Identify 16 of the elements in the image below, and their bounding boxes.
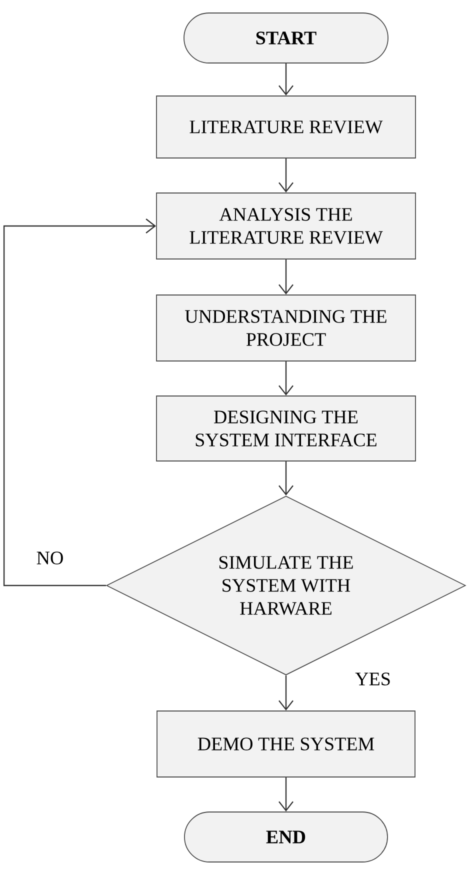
process-box: DEMO THE SYSTEM (156, 710, 416, 778)
process-box: DESIGNING THE SYSTEM INTERFACE (156, 396, 416, 462)
arrow (278, 259, 294, 295)
process-box: LITERATURE REVIEW (156, 96, 416, 158)
arrow (278, 675, 294, 711)
process-box: UNDERSTANDING THE PROJECT (156, 294, 416, 362)
arrow (278, 777, 294, 812)
process-box: ANALYSIS THE LITERATURE REVIEW (156, 192, 416, 260)
arrow (278, 461, 294, 496)
terminal-pill: START (184, 12, 388, 64)
arrow (278, 361, 294, 396)
edge-label: NO (35, 550, 65, 566)
arrow (278, 158, 294, 193)
arrow (3, 218, 156, 586)
terminal-pill: END (184, 812, 388, 862)
arrow (278, 63, 294, 96)
